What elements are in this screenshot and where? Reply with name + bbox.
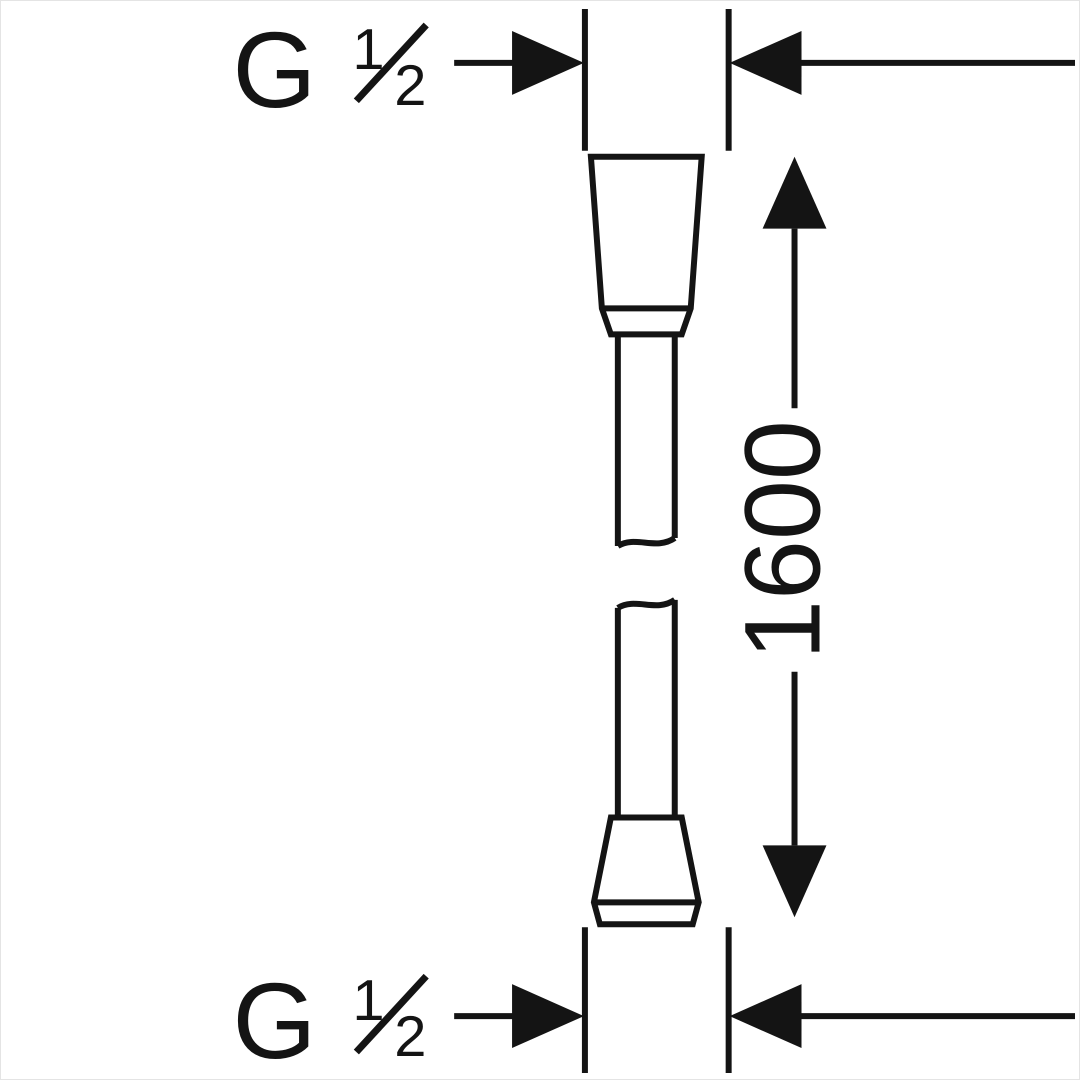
hose-lower-connector xyxy=(590,814,702,928)
arrowhead-down xyxy=(762,845,827,918)
thread-denominator-bottom: 2 xyxy=(394,1005,426,1069)
arrowhead-left-bottom xyxy=(729,984,802,1049)
length-dimension: 1600 xyxy=(721,156,842,918)
thread-letter-bottom: G xyxy=(233,960,317,1079)
thread-size-label-top: G 1 2 xyxy=(233,9,429,130)
thread-letter-top: G xyxy=(233,9,317,130)
arrowhead-up xyxy=(762,156,827,229)
width-dimension-top xyxy=(454,8,1076,151)
arrowhead-left-top xyxy=(729,30,802,95)
fraction-slash-top xyxy=(353,22,429,104)
length-dimension-text: 1600 xyxy=(721,420,842,660)
arrowhead-right-top xyxy=(512,30,584,95)
arrowhead-right-bottom xyxy=(512,984,584,1049)
fraction-slash-bottom xyxy=(353,973,429,1055)
hose-break-lower-edge xyxy=(616,597,677,611)
thread-size-label-bottom: G 1 2 xyxy=(233,960,429,1079)
width-dimension-bottom xyxy=(454,927,1076,1074)
hose-drawing xyxy=(587,153,705,928)
thread-denominator-top: 2 xyxy=(394,54,426,118)
hose-break-upper-edge xyxy=(616,535,677,549)
